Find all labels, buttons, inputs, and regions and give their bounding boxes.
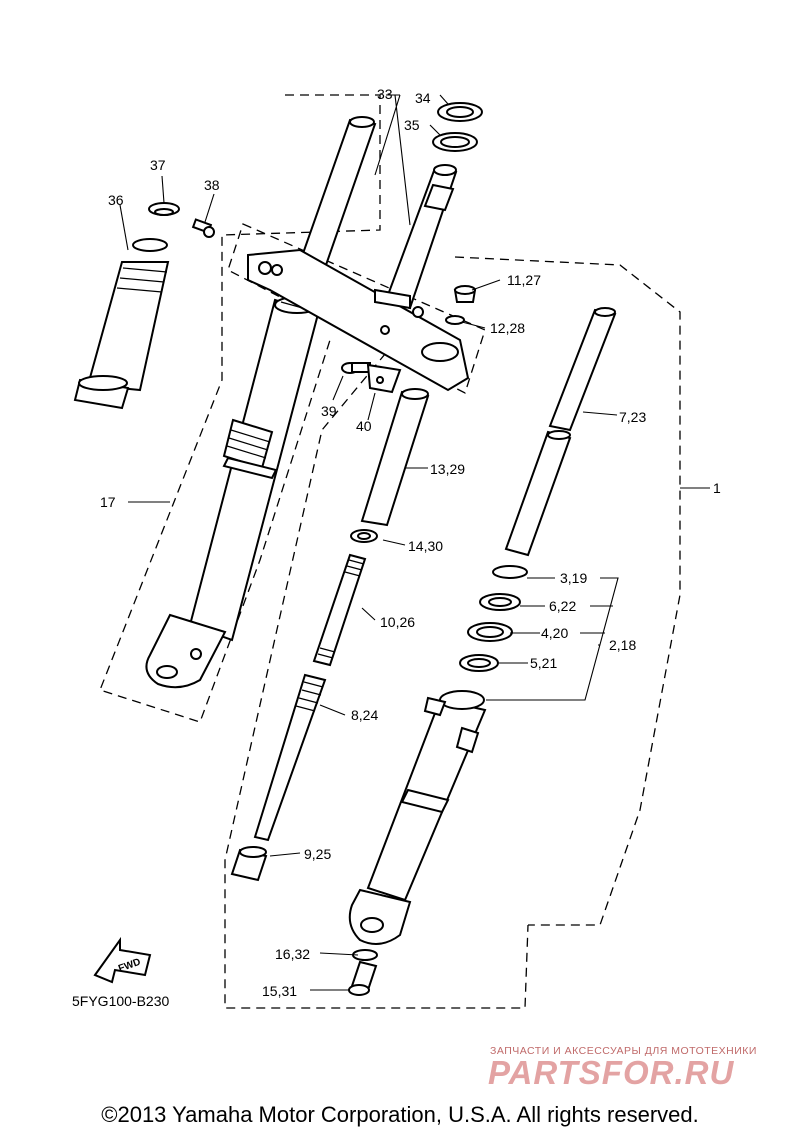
part-label-37: 37	[150, 157, 166, 173]
part-label-6-22: 6,22	[549, 598, 576, 614]
part-label-14-30: 14,30	[408, 538, 443, 554]
circlip	[492, 565, 528, 579]
o-ring	[445, 315, 465, 325]
left-fork-assembly	[145, 289, 320, 689]
oil-seal	[467, 622, 513, 642]
part-label-39: 39	[321, 403, 337, 419]
part-label-34: 34	[415, 90, 431, 106]
right-fork-inner-tube	[504, 307, 617, 557]
leader-lines	[119, 94, 710, 991]
part-label-2-18: 2,18	[609, 637, 636, 653]
part-label-36: 36	[108, 192, 124, 208]
watermark-tagline: ЗАПЧАСТИ И АКСЕССУАРЫ ДЛЯ МОТОТЕХНИКИ	[490, 1045, 757, 1057]
drain-bolt	[348, 960, 378, 996]
fork-spring	[312, 553, 367, 667]
part-label-8-24: 8,24	[351, 707, 378, 723]
part-label-5-21: 5,21	[530, 655, 557, 671]
fwd-arrow-icon: FWD	[93, 936, 152, 984]
part-label-16-32: 16,32	[275, 946, 310, 962]
part-label-33: 33	[377, 86, 393, 102]
part-label-40: 40	[356, 418, 372, 434]
right-fork-group-outline	[454, 256, 681, 926]
bearing-seal	[432, 132, 478, 152]
bracket-group-outline	[227, 223, 486, 394]
part-label-13-29: 13,29	[430, 461, 465, 477]
part-label-1: 1	[713, 480, 721, 496]
part-label-9-25: 9,25	[304, 846, 331, 862]
part-label-35: 35	[404, 117, 420, 133]
part-label-4-20: 4,20	[541, 625, 568, 641]
bearing-race	[437, 102, 483, 122]
drawing-code: 5FYG100-B230	[72, 993, 169, 1009]
copyright-notice: ©2013 Yamaha Motor Corporation, U.S.A. A…	[101, 1102, 699, 1127]
damper-rod	[253, 673, 327, 842]
part-label-38: 38	[204, 177, 220, 193]
steering-stem-tubes	[298, 116, 458, 310]
bracket-bolt	[341, 362, 371, 374]
part-label-10-26: 10,26	[380, 614, 415, 630]
lower-bracket	[247, 248, 470, 392]
fork-boot	[73, 238, 170, 410]
oil-lock-piece	[230, 846, 268, 882]
spacer-collar	[350, 529, 378, 543]
clamp-bolt	[191, 218, 215, 238]
oil-seal-washer	[479, 593, 521, 611]
slide-bushing	[459, 654, 499, 672]
inner-fork-group-outline	[224, 329, 529, 1009]
part-label-3-19: 3,19	[560, 570, 587, 586]
outer-tube	[348, 690, 487, 945]
damper-tube	[360, 388, 430, 527]
clamp-ring	[148, 202, 180, 216]
fork-cap-bolt	[453, 285, 477, 303]
part-label-17: 17	[100, 494, 116, 510]
cable-guide-bracket	[366, 363, 402, 394]
part-label-11-27: 11,27	[507, 272, 541, 288]
part-label-12-28: 12,28	[490, 320, 525, 336]
watermark-logo: PARTSFOR.RU	[488, 1054, 735, 1091]
part-label-7-23: 7,23	[619, 409, 646, 425]
left-fork-group-outline	[99, 94, 381, 723]
part-label-15-31: 15,31	[262, 983, 297, 999]
